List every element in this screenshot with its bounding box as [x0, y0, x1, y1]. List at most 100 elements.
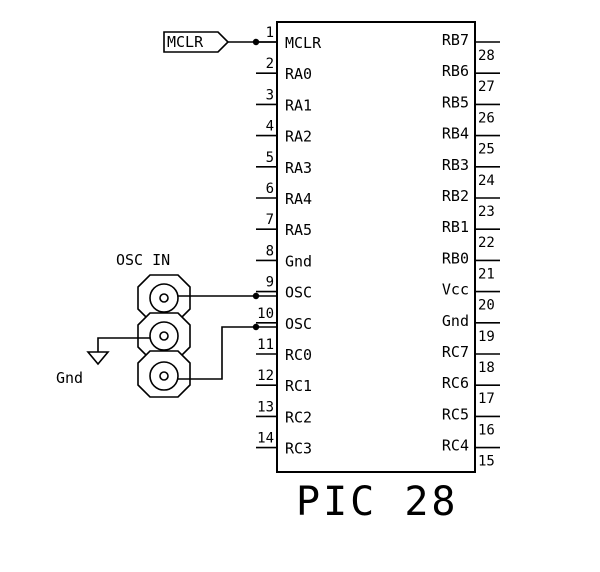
pin-number: 19: [478, 329, 495, 345]
right-pin: 18 RC7: [442, 343, 500, 376]
pin-number: 27: [478, 79, 495, 95]
pin-number: 6: [266, 181, 274, 197]
mclr-port-label: MCLR: [167, 33, 204, 51]
pin-number: 15: [478, 454, 495, 470]
pin-label: RB4: [442, 125, 469, 143]
mclr-port-flag: [163, 31, 230, 53]
pin-number: 16: [478, 422, 495, 438]
pin-number: 4: [266, 119, 274, 135]
right-pin: 21 RB0: [442, 249, 500, 282]
pin-label: RB7: [442, 31, 469, 49]
pin-number: 24: [478, 173, 495, 189]
pin-number: 5: [266, 150, 274, 166]
pin-number: 13: [257, 399, 274, 415]
pin-label: RB6: [442, 62, 469, 80]
osc-junction-pin10: [252, 323, 260, 331]
pin-label: RB0: [442, 249, 469, 267]
right-pin: 25 RB4: [442, 125, 500, 158]
pin-number: 1: [266, 25, 274, 41]
osc-junction-pin9: [252, 292, 260, 300]
pin-number: 7: [266, 212, 274, 228]
pin-label: RA1: [285, 96, 312, 114]
mclr-junction: [252, 38, 260, 46]
osc-core-1: [159, 293, 169, 303]
right-pin: 16 RC5: [442, 405, 500, 438]
right-pin: 24 RB3: [442, 156, 500, 189]
pin-number: 11: [257, 337, 274, 353]
pin-number: 20: [478, 298, 495, 314]
pin-label: OSC: [285, 284, 312, 302]
pin-label: RA3: [285, 159, 312, 177]
pin-label: RC0: [285, 346, 312, 364]
right-pin: 19 Gnd: [442, 312, 500, 345]
pin-number: 25: [478, 142, 495, 158]
pin-number: 14: [257, 431, 274, 447]
pin-label: RC2: [285, 408, 312, 426]
pin-number: 21: [478, 266, 495, 282]
osc-in-label: OSC IN: [116, 251, 170, 269]
pin-number: 8: [266, 243, 274, 259]
right-pin: 23 RB2: [442, 187, 500, 220]
pin-label: RC6: [442, 374, 469, 392]
pin-number: 17: [478, 391, 495, 407]
osc-ring-2: [149, 321, 179, 351]
right-pin: 28 RB7: [442, 31, 500, 64]
pin-label: RB5: [442, 93, 469, 111]
right-pin: 20 Vcc: [442, 281, 500, 314]
pin-number: 23: [478, 204, 495, 220]
pin-label: RA2: [285, 128, 312, 146]
oscillator-connector: OSC IN Gnd: [56, 251, 277, 398]
pin-label: RC5: [442, 405, 469, 423]
pin-number: 26: [478, 110, 495, 126]
right-pin: 26 RB5: [442, 93, 500, 126]
pin-number: 9: [266, 275, 274, 291]
pin-label: MCLR: [285, 34, 322, 52]
right-pin: 22 RB1: [442, 218, 500, 251]
osc-wire-pin10: [178, 326, 277, 380]
pin-label: Gnd: [442, 312, 469, 330]
osc-pad-3: [137, 350, 191, 398]
pin-label: RB1: [442, 218, 469, 236]
pin-label: Gnd: [285, 252, 312, 270]
pin-label: RA0: [285, 65, 312, 83]
osc-core-2: [159, 331, 169, 341]
pin-label: RC1: [285, 377, 312, 395]
right-pin-group: 28 RB7 27 RB6 26 RB5 25 RB4 24 RB3 23 RB2 22 RB1 21 RB0…: [442, 31, 500, 470]
pin-label: Vcc: [442, 281, 469, 299]
osc-core-3: [159, 371, 169, 381]
pin-label: RB3: [442, 156, 469, 174]
mclr-port: MCLR: [163, 31, 277, 53]
pin-number: 10: [257, 306, 274, 322]
pin-label: RC7: [442, 343, 469, 361]
ground-symbol-icon: [86, 351, 110, 366]
chip-name: PIC 28: [296, 479, 459, 525]
ground-label: Gnd: [56, 369, 83, 387]
ground-wire: [97, 337, 150, 352]
pin-number: 2: [266, 56, 274, 72]
pin-number: 28: [478, 48, 495, 64]
pin-label: RC3: [285, 440, 312, 458]
pin-number: 18: [478, 360, 495, 376]
pin-number: 22: [478, 235, 495, 251]
pin-number: 12: [257, 368, 274, 384]
osc-ring-3: [149, 361, 179, 391]
pin-number: 3: [266, 87, 274, 103]
pin-label: RB2: [442, 187, 469, 205]
left-pin-group: 1MCLR2RA03RA14RA25RA36RA47RA58Gnd9OSC10O…: [256, 25, 322, 458]
pin-label: OSC: [285, 315, 312, 333]
right-pin: 27 RB6: [442, 62, 500, 95]
